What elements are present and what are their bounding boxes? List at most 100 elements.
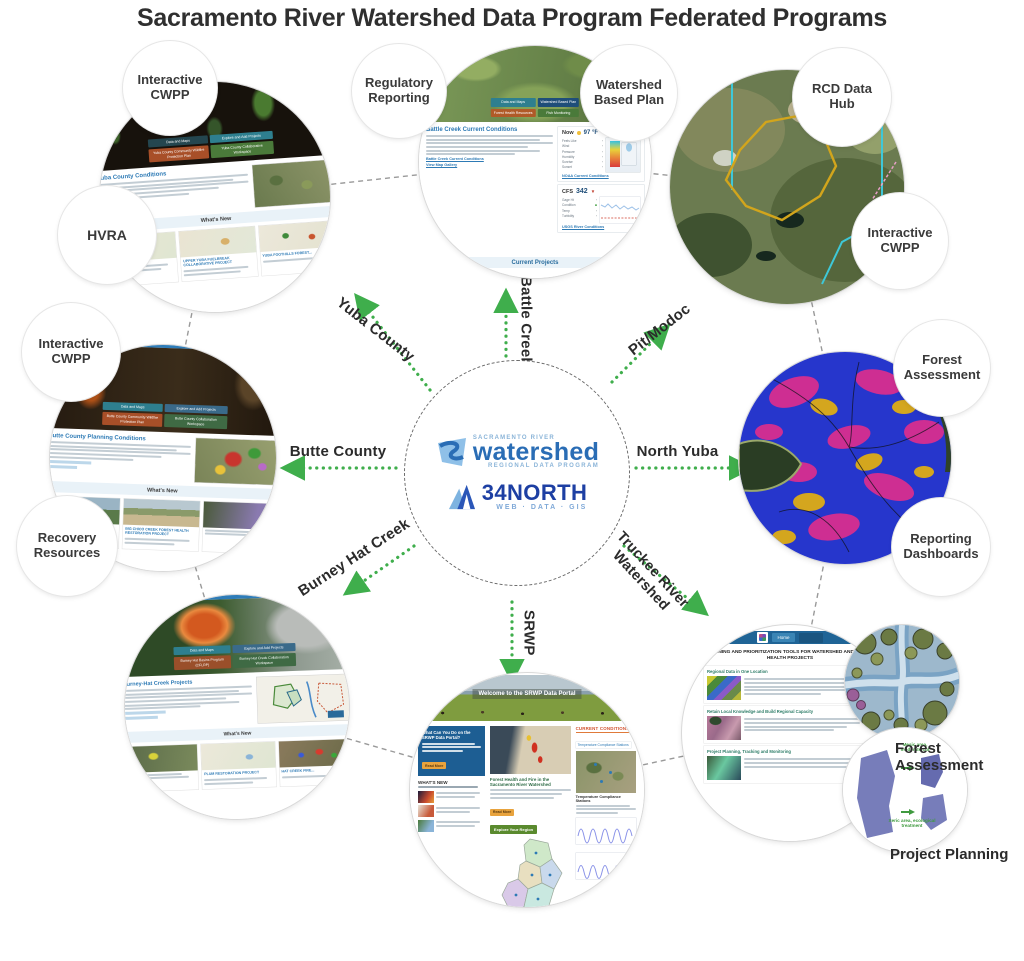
burney-explore-button[interactable]: Explore and Add Projects xyxy=(231,642,296,654)
srwp-region-map[interactable] xyxy=(490,837,572,907)
burney-card-1[interactable] xyxy=(125,744,199,793)
srwp-hero-image: Welcome to the SRWP Data Portal xyxy=(410,675,644,721)
burney-gallery-link[interactable] xyxy=(125,716,158,721)
spoke-label-north-yuba: North Yuba xyxy=(636,443,719,460)
spoke-label-butte-county: Butte County xyxy=(289,443,387,460)
yuba-card-3[interactable]: YUBA FOOTHILLS FOREST... xyxy=(258,220,330,276)
srwp-news-item-1[interactable] xyxy=(418,790,485,803)
srwp-current-conditions-header: CURRENT CONDITIONS xyxy=(575,726,636,733)
srwp-mid-heading: Forest Health and Fire in the Sacramento… xyxy=(489,777,551,788)
burney-card-3[interactable]: HAT CREEK FIRE... xyxy=(278,739,349,787)
usgs-link[interactable]: USGS River Conditions xyxy=(562,225,605,229)
yuba-map-thumbnail[interactable] xyxy=(252,159,330,208)
srwp-news-item-2[interactable] xyxy=(418,805,485,818)
temperature-chart-1 xyxy=(575,817,636,844)
company-tagline: WEB · DATA · GIS xyxy=(496,504,588,512)
arrow-yuba-county xyxy=(354,292,432,392)
canopy-mini-circle xyxy=(845,625,959,739)
yuba-cwpp-button[interactable]: Yuba County Community Wildfire Protectio… xyxy=(148,145,210,163)
noaa-link[interactable]: NOAA Current Conditions xyxy=(562,174,609,178)
temperature-chart-2 xyxy=(575,852,636,879)
butte-card-3[interactable] xyxy=(201,501,276,554)
arrow-burney xyxy=(342,544,416,596)
project-planning-mini-circle xyxy=(843,728,967,852)
label-forest-assessment: Forest Assessment xyxy=(895,740,984,775)
srwp-middle-column: Forest Health and Fire in the Sacramento… xyxy=(489,726,572,907)
battle-conditions-link[interactable]: Battle Creek Current Conditions xyxy=(426,157,484,162)
spoke-label-srwp: SRWP xyxy=(520,610,538,656)
california-map-thumbnail xyxy=(606,138,640,172)
badge-forest-assessment: Forest Assessment xyxy=(894,320,990,416)
battle-current-projects-band[interactable]: Current Projects xyxy=(419,257,651,268)
label-project-planning: Project Planning xyxy=(890,846,1009,863)
xeric-note: Xeric area, ecological treatment xyxy=(888,818,936,829)
badge-rcd-data-hub: RCD Data Hub xyxy=(793,48,891,146)
burney-site: Data and Maps Explore and Add Projects B… xyxy=(125,595,349,819)
cfs-value: 342 xyxy=(576,188,588,195)
battle-map-gallery-link[interactable]: View Map Gallery xyxy=(426,163,458,168)
battle-fish-monitoring-button[interactable]: Fish Monitoring xyxy=(537,108,580,117)
arrow-truckee xyxy=(622,544,709,617)
project-tracking-thumbnail xyxy=(707,756,741,781)
burney-data-maps-button[interactable]: Data and Maps xyxy=(173,645,231,656)
planning-home-tab[interactable]: Home xyxy=(772,633,795,642)
srwp-station-map[interactable] xyxy=(575,751,636,793)
burney-hero-image: Data and Maps Explore and Add Projects B… xyxy=(125,595,349,678)
burney-workspace-button[interactable]: Burney Hat Creek Collaboration Workspace xyxy=(232,653,297,669)
tree-canopy-map xyxy=(845,625,959,739)
butte-gallery-link[interactable] xyxy=(50,464,78,469)
weather-now-label: Now xyxy=(562,130,574,136)
burney-project-map-thumbnail[interactable] xyxy=(256,674,349,724)
srwp-read-more-button-1[interactable]: Read More xyxy=(422,762,447,770)
srwp-intro-title: What Can You Do on the SRWP Data Portal? xyxy=(422,730,471,741)
planning-section-1-title: Regional Data in One Location xyxy=(707,669,768,675)
burney-card-3-title: HAT CREEK FIRE... xyxy=(281,768,315,774)
burney-program-button[interactable]: Burney Hat Basins Program (CFLRP) xyxy=(173,655,231,671)
sun-icon xyxy=(576,131,581,135)
badge-regulatory-reporting: Regulatory Reporting xyxy=(352,44,446,138)
burney-projects-link[interactable] xyxy=(125,710,166,716)
srwp-whats-new-heading: WHAT'S NEW xyxy=(418,779,448,785)
srwp-site: Welcome to the SRWP Data Portal What Can… xyxy=(410,675,644,907)
srwp-left-column: What Can You Do on the SRWP Data Portal?… xyxy=(418,726,485,907)
butte-data-maps-button[interactable]: Data and Maps xyxy=(102,401,163,413)
butte-explore-button[interactable]: Explore and Add Projects xyxy=(164,403,228,415)
butte-conditions-map-thumbnail[interactable] xyxy=(194,438,276,486)
spoke-label-battle-creek: Battle Creek xyxy=(517,276,535,366)
planning-section-2[interactable]: Retain Local Knowledge and Build Regiona… xyxy=(704,706,876,743)
butte-cwpp-button[interactable]: Butte County Community Wildfire Protecti… xyxy=(102,412,163,427)
planning-section-1[interactable]: Regional Data in One Location xyxy=(704,666,876,703)
srwp-explore-region-button[interactable]: Explore Your Region xyxy=(489,825,538,835)
srwp-read-more-button-2[interactable]: Read More xyxy=(489,808,515,816)
battle-wbp-button[interactable]: Watershed Based Plan xyxy=(537,98,580,107)
cfs-label: CFS xyxy=(562,189,573,195)
battle-weather-widget[interactable]: Now 97 °F Feels Like· Wind· Pressure· Hu… xyxy=(558,127,644,181)
badge-rcd-interactive-cwpp: Interactive CWPP xyxy=(852,193,948,289)
planning-section-3[interactable]: Project Planning, Tracking and Monitorin… xyxy=(704,746,876,783)
srwp-right-column: CURRENT CONDITIONS Temperature Complianc… xyxy=(575,726,636,907)
battle-forest-health-button[interactable]: Forest Health Resources xyxy=(490,108,536,117)
battle-streamflow-widget[interactable]: CFS 342 ▼ Gage Ht· Condition■ Temp· Turb… xyxy=(558,185,644,232)
srwp-conditions-tab[interactable]: Temperature Compliance Stations xyxy=(577,743,629,747)
srwp-news-item-3[interactable] xyxy=(418,819,485,832)
srwp-hero-caption: Welcome to the SRWP Data Portal xyxy=(472,689,582,699)
org-sub-label: REGIONAL DATA PROGRAM xyxy=(487,463,600,470)
company-logo: 34NORTH WEB · DATA · GIS xyxy=(447,480,588,512)
srwp-fire-map xyxy=(489,726,571,774)
company-name: 34NORTH xyxy=(481,480,588,506)
butte-workspace-button[interactable]: Butte County Collaboration Workspace xyxy=(164,414,228,430)
butte-card-2[interactable]: BIG CHICO CREEK FOREST HEALTH RESTORATIO… xyxy=(122,498,200,551)
planning-nav-tab-2[interactable] xyxy=(798,632,823,643)
srwp-portal-circle: Welcome to the SRWP Data Portal What Can… xyxy=(410,673,644,907)
srwp-station-heading: Temperature Compliance Stations xyxy=(575,795,621,803)
down-arrow-icon: ▼ xyxy=(590,189,596,194)
regional-data-thumbnail xyxy=(707,676,741,701)
battle-heading: Battle Creek Current Conditions xyxy=(426,127,518,133)
yuba-workspace-button[interactable]: Yuba County Collaborative Workspace xyxy=(210,141,275,159)
page-title: Sacramento River Watershed Data Program … xyxy=(137,4,887,32)
arrow-pit-modoc xyxy=(610,323,671,384)
yuba-card-2[interactable]: UPPER YUBA FUELBREAK COLLABORATIVE PROJE… xyxy=(179,226,258,282)
battle-data-maps-button[interactable]: Data and Maps xyxy=(490,98,536,107)
burney-card-2[interactable]: PLUM RESTORATION PROJECT xyxy=(201,741,277,790)
butte-conditions-link[interactable] xyxy=(50,459,92,465)
